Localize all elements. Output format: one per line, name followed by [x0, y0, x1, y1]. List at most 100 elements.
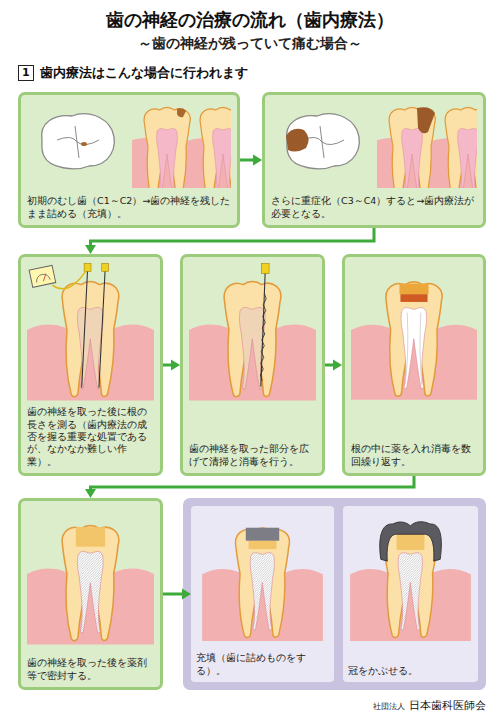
top-view-molar	[42, 114, 115, 169]
illustration-part	[62, 281, 119, 396]
illustration-part	[82, 269, 88, 387]
illustration-part	[384, 528, 438, 638]
illustration-part	[398, 553, 422, 631]
step-text: さらに重症化（C3～C4）すると→歯内療法が必要となる。	[271, 191, 477, 220]
illustration-part	[62, 525, 119, 640]
top-view-molar	[286, 114, 359, 169]
arrow-line	[163, 593, 183, 596]
apex-locator	[29, 265, 56, 287]
tooth-illustration	[271, 100, 477, 188]
medicament-layer	[400, 294, 427, 302]
base	[249, 541, 277, 549]
step-panel: さらに重症化（C3～C4）すると→歯内療法が必要となる。	[262, 92, 486, 228]
arrow-line	[325, 364, 334, 367]
tooth-illustration	[196, 511, 329, 641]
arrow-head	[85, 245, 96, 254]
illustration-part	[157, 128, 178, 188]
step-panel: 歯の神経を取った後に根の長さを測る（歯内療法の成否を握る重要な処置であるが、なか…	[18, 254, 163, 476]
step-panel: 歯の神経を取った後を薬剤等で密封する。	[18, 498, 163, 690]
step-panel: 初期のむし歯（C1～C2）→歯の神経を残したまま詰める（充填）。	[18, 92, 240, 228]
illustration-part	[42, 274, 47, 282]
subtitle: ～歯の神経が残っていて痛む場合～	[0, 35, 500, 53]
illustration-part	[213, 128, 231, 188]
illustration-part	[42, 114, 115, 169]
illustration-part	[386, 282, 442, 396]
illustration-part	[287, 114, 360, 169]
arrow-line	[91, 228, 375, 246]
arrow-line	[240, 159, 254, 162]
arrow-head	[171, 360, 180, 371]
illustration-part	[401, 308, 426, 389]
illustration-part	[102, 264, 109, 272]
tooth-illustration	[27, 100, 231, 188]
arrow-head	[85, 489, 96, 498]
illustration-part	[29, 265, 56, 287]
step-text: 初期のむし歯（C1～C2）→歯の神経を残したまま詰める（充填）。	[27, 191, 231, 220]
arrow-head	[333, 360, 342, 371]
tooth-illustration	[27, 506, 154, 646]
illustration-part	[77, 551, 103, 633]
arrow-line	[91, 476, 415, 490]
illustration-part	[261, 264, 269, 274]
illustration-part	[286, 129, 309, 152]
result-panel: 冠をかぶせる。	[343, 506, 478, 682]
medicament-streaks	[405, 313, 421, 385]
illustration-part	[417, 107, 435, 133]
step-panel: 歯の神経を取った部分を広げて清掃と消毒を行う。	[180, 254, 325, 476]
section-number: 1	[18, 65, 34, 81]
step-text: 根の中に薬を入れ消毒を数回繰り返す。	[351, 439, 477, 468]
illustration-part	[224, 281, 281, 396]
illustration-part	[402, 128, 423, 188]
publisher-name: 日本歯科医師会	[409, 698, 486, 713]
step-text: 充填（歯に詰めものをする）。	[196, 648, 329, 677]
step-text: 冠をかぶせる。	[348, 661, 473, 677]
root-files	[82, 264, 109, 388]
flow-arrow	[85, 476, 414, 498]
diagram-title: 歯の神経の治療の流れ（歯内療法）	[0, 8, 500, 32]
root-file	[260, 264, 269, 387]
section-heading: 1 歯内療法はこんな場合に行われます	[18, 64, 248, 82]
illustration-part	[177, 108, 186, 117]
arrow-line	[163, 364, 172, 367]
tooth-illustration	[27, 262, 154, 402]
flow-arrow	[163, 360, 180, 371]
result-panel: 充填（歯に詰めものをする）。	[191, 506, 334, 682]
temporary-seal	[399, 284, 428, 295]
illustration-part	[35, 273, 50, 283]
illustration-part	[57, 126, 99, 158]
illustration-part	[260, 293, 266, 381]
arrow-head	[182, 589, 191, 600]
section-text: 歯内療法はこんな場合に行われます	[40, 64, 248, 82]
illustration-part	[144, 107, 190, 188]
step-text: 歯の神経を取った部分を広げて清掃と消毒を行う。	[189, 439, 316, 468]
illustration-part	[389, 107, 435, 188]
crown	[380, 522, 442, 561]
flow-arrow	[85, 228, 374, 254]
illustration-part	[99, 269, 105, 387]
illustration-part	[81, 142, 87, 146]
seal	[76, 527, 105, 547]
illustration-part	[200, 107, 231, 188]
tooth-illustration	[189, 262, 316, 402]
flow-arrow	[325, 360, 342, 371]
step-panel: 根の中に薬を入れ消毒を数回繰り返す。	[342, 254, 486, 476]
illustration-part	[250, 553, 274, 631]
apex-locator-wire	[52, 271, 85, 288]
cross-section	[132, 107, 231, 188]
step-text: 歯の神経を取った後に根の長さを測る（歯内療法の成否を握る重要な処置であるが、なか…	[27, 402, 154, 468]
arrow-head	[253, 155, 262, 166]
flow-arrow	[163, 589, 191, 600]
illustration-part	[261, 271, 265, 386]
publisher: 社団法人 日本歯科医師会	[373, 698, 486, 713]
illustration-part	[236, 528, 290, 638]
illustration-part	[84, 264, 91, 272]
flow-arrow	[240, 155, 262, 166]
illustration-part	[458, 128, 477, 188]
illustration-part	[445, 107, 477, 188]
tooth-illustration	[351, 262, 477, 402]
cross-section	[377, 107, 477, 188]
publisher-type: 社団法人	[373, 701, 405, 712]
tooth-illustration	[348, 511, 473, 641]
step-text: 歯の神経を取った後を薬剤等で密封する。	[27, 653, 154, 682]
